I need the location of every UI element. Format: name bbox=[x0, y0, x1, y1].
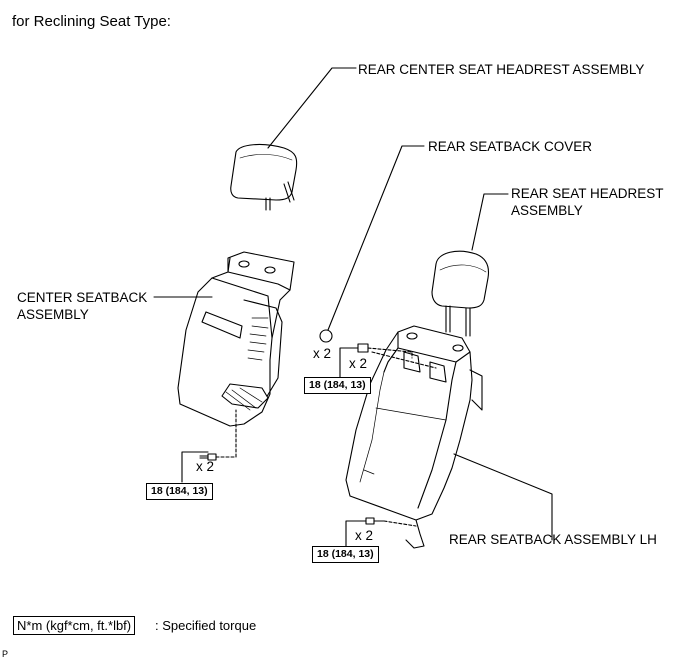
lower-right-bolt-part bbox=[365, 517, 385, 525]
leader-center-bolt bbox=[181, 451, 209, 483]
corner-mark: P bbox=[2, 649, 9, 659]
rear-seatback-lh-part bbox=[345, 325, 483, 549]
torque-box-top-right: 18 (184, 13) bbox=[304, 377, 371, 394]
label-rear-headrest-line2: ASSEMBLY bbox=[511, 203, 583, 218]
seatback-cover-part bbox=[319, 329, 333, 343]
leader-rear-headrest bbox=[471, 193, 509, 251]
torque-box-lower-right: 18 (184, 13) bbox=[312, 546, 379, 563]
label-rear-seatback-lh: REAR SEATBACK ASSEMBLY LH bbox=[449, 532, 657, 547]
label-center-seatback-line2: ASSEMBLY bbox=[17, 307, 89, 322]
qty-seatback-cover: x 2 bbox=[313, 346, 332, 361]
top-bolt-dashline bbox=[367, 347, 413, 359]
leader-seatback-cover bbox=[327, 145, 425, 331]
qty-top-right-bolt: x 2 bbox=[349, 356, 368, 371]
center-bolt-dashline bbox=[215, 409, 237, 458]
torque-box-center: 18 (184, 13) bbox=[146, 483, 213, 500]
lower-bolt-dashline bbox=[383, 520, 417, 527]
label-center-headrest: REAR CENTER SEAT HEADREST ASSEMBLY bbox=[358, 62, 645, 77]
center-bolt-part bbox=[199, 453, 217, 461]
label-seatback-cover: REAR SEATBACK COVER bbox=[428, 139, 593, 154]
rear-headrest-part bbox=[431, 250, 490, 337]
leader-lower-bolt bbox=[345, 520, 367, 547]
legend-description: : Specified torque bbox=[155, 618, 257, 633]
qty-lower-bolt: x 2 bbox=[355, 528, 374, 543]
leader-rear-seatback-lh bbox=[453, 453, 553, 541]
label-rear-headrest-line1: REAR SEAT HEADREST bbox=[511, 186, 664, 201]
label-center-seatback-line1: CENTER SEATBACK bbox=[17, 290, 148, 305]
center-seatback-part bbox=[177, 251, 295, 427]
top-right-bolt-part bbox=[357, 343, 369, 353]
center-headrest-part bbox=[230, 143, 298, 211]
leader-top-right-bolt bbox=[339, 347, 359, 379]
legend-unit-box: N*m (kgf*cm, ft.*lbf) bbox=[13, 616, 136, 635]
page-heading: for Reclining Seat Type: bbox=[12, 13, 171, 30]
qty-center-bolt: x 2 bbox=[196, 459, 215, 474]
leader-center-headrest bbox=[267, 67, 357, 149]
